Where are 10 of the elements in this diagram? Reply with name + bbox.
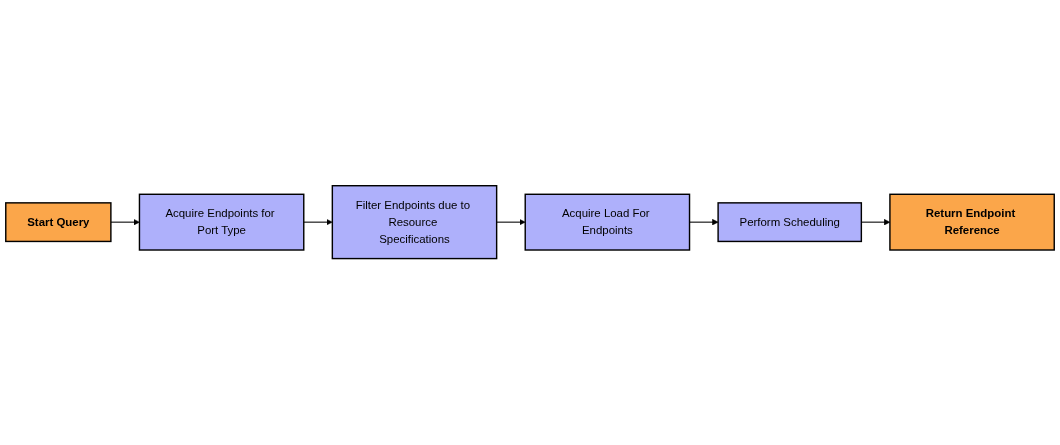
arrow (110, 219, 140, 226)
node-box: Acquire Load For Endpoints (524, 193, 691, 252)
node-box: Filter Endpoints due to Resource Specifications (331, 185, 498, 260)
node-box: Start Query (5, 202, 112, 243)
node-box: Perform Scheduling (717, 202, 863, 243)
node-box: Return Endpoint Reference (889, 193, 1055, 252)
node-box: Acquire Endpoints for Port Type (138, 193, 305, 252)
arrow (496, 219, 526, 226)
arrow (689, 219, 719, 226)
arrow (303, 219, 333, 226)
